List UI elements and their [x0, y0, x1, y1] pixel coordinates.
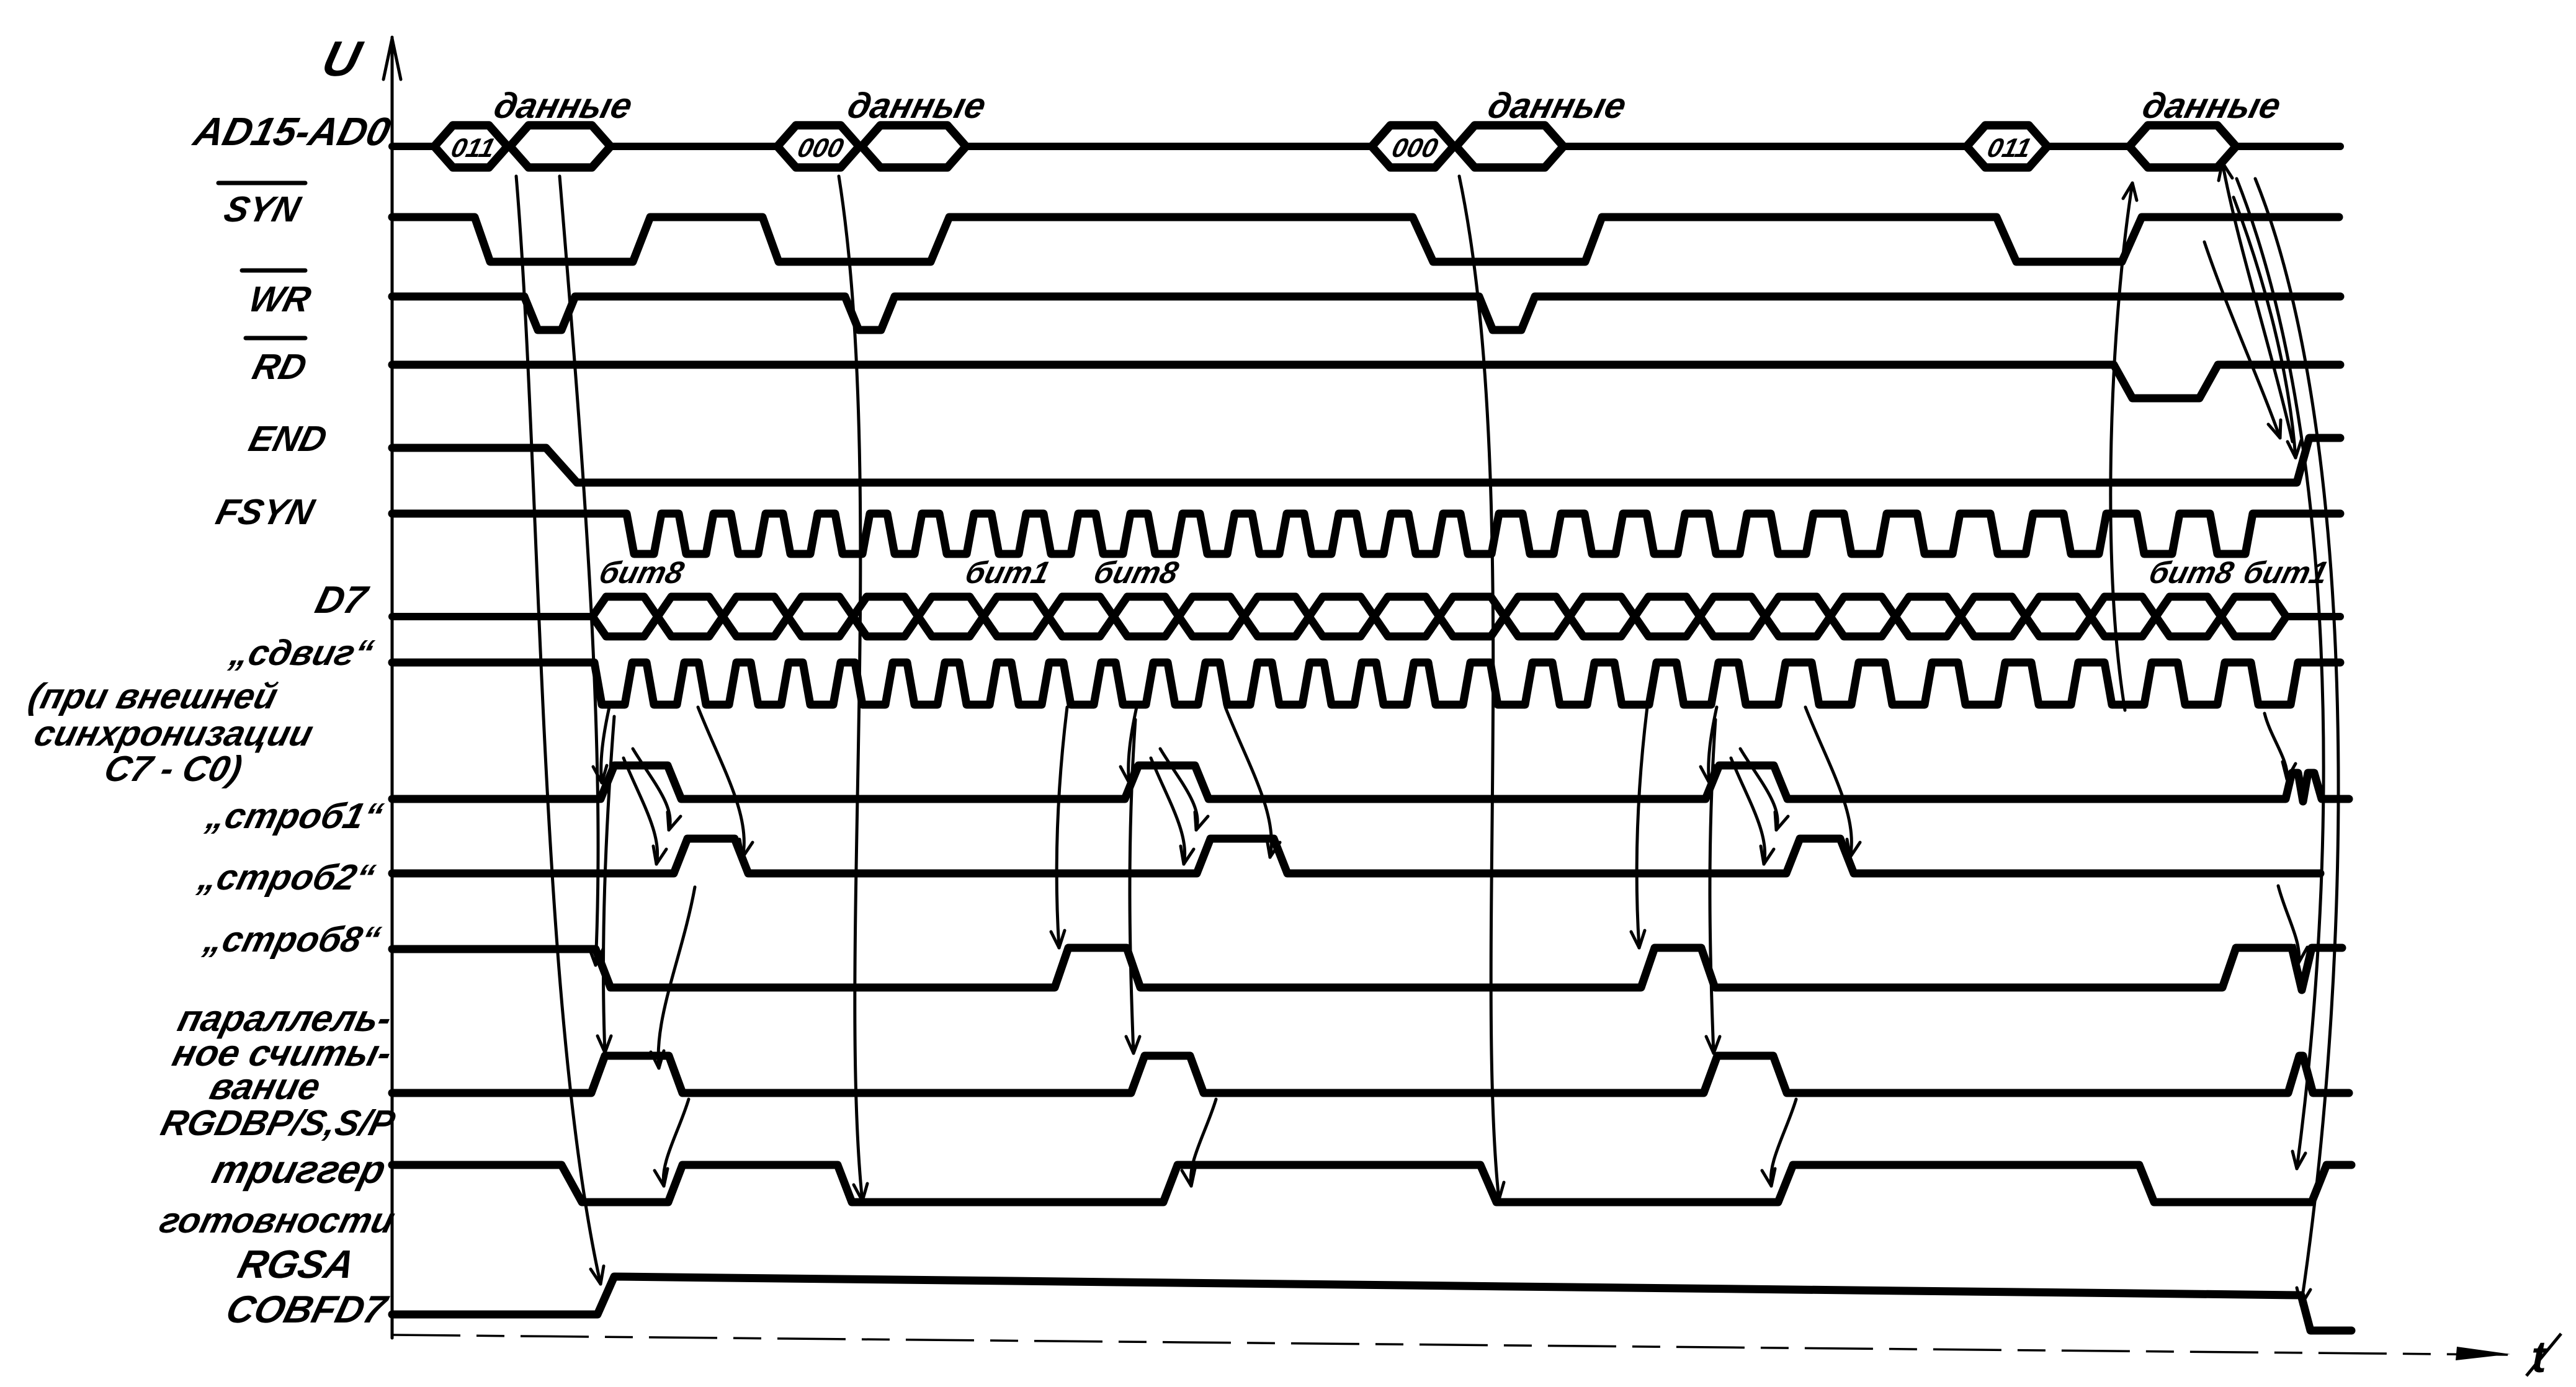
svg-text:„сдвиг“: „сдвиг“	[226, 633, 378, 673]
svg-text:END: END	[245, 419, 331, 459]
svg-text:данные: данные	[490, 86, 637, 126]
svg-text:COBFD7: COBFD7	[222, 1288, 393, 1331]
svg-text:данные: данные	[844, 86, 990, 126]
svg-text:синхронизации: синхронизации	[30, 714, 317, 754]
svg-text:„строб2“: „строб2“	[194, 858, 379, 898]
svg-text:011: 011	[448, 133, 498, 163]
svg-text:бит1: бит1	[2240, 555, 2332, 590]
svg-text:011: 011	[1984, 133, 2034, 163]
svg-text:t: t	[2531, 1332, 2548, 1382]
svg-text:бит8: бит8	[2145, 555, 2238, 590]
svg-text:RGSA: RGSA	[234, 1242, 360, 1287]
svg-text:бит1: бит1	[962, 555, 1053, 590]
svg-text:000: 000	[795, 133, 847, 163]
svg-text:SYN: SYN	[220, 190, 305, 230]
svg-text:данные: данные	[1484, 86, 1630, 126]
svg-text:AD15-AD0: AD15-AD0	[189, 109, 395, 154]
svg-text:RD: RD	[249, 347, 311, 387]
svg-text:FSYN: FSYN	[212, 493, 319, 532]
svg-text:триггер: триггер	[208, 1147, 390, 1192]
svg-text:„строб8“: „строб8“	[200, 920, 385, 960]
svg-text:С7 - С0): С7 - С0)	[101, 749, 246, 789]
svg-text:данные: данные	[2139, 86, 2285, 126]
svg-text:(при внешней: (при внешней	[25, 677, 282, 716]
svg-text:WR: WR	[245, 280, 315, 319]
svg-text:параллель-: параллель-	[174, 997, 396, 1039]
svg-text:бит8: бит8	[596, 555, 688, 590]
svg-text:ное считы-: ное считы-	[169, 1032, 396, 1074]
svg-text:000: 000	[1389, 133, 1441, 163]
svg-text:RGDBP/S,S/P: RGDBP/S,S/P	[157, 1104, 399, 1143]
svg-text:бит8: бит8	[1090, 555, 1183, 590]
svg-text:„строб1“: „строб1“	[202, 796, 387, 836]
svg-text:вание: вание	[206, 1066, 325, 1107]
svg-text:готовности: готовности	[156, 1201, 399, 1241]
